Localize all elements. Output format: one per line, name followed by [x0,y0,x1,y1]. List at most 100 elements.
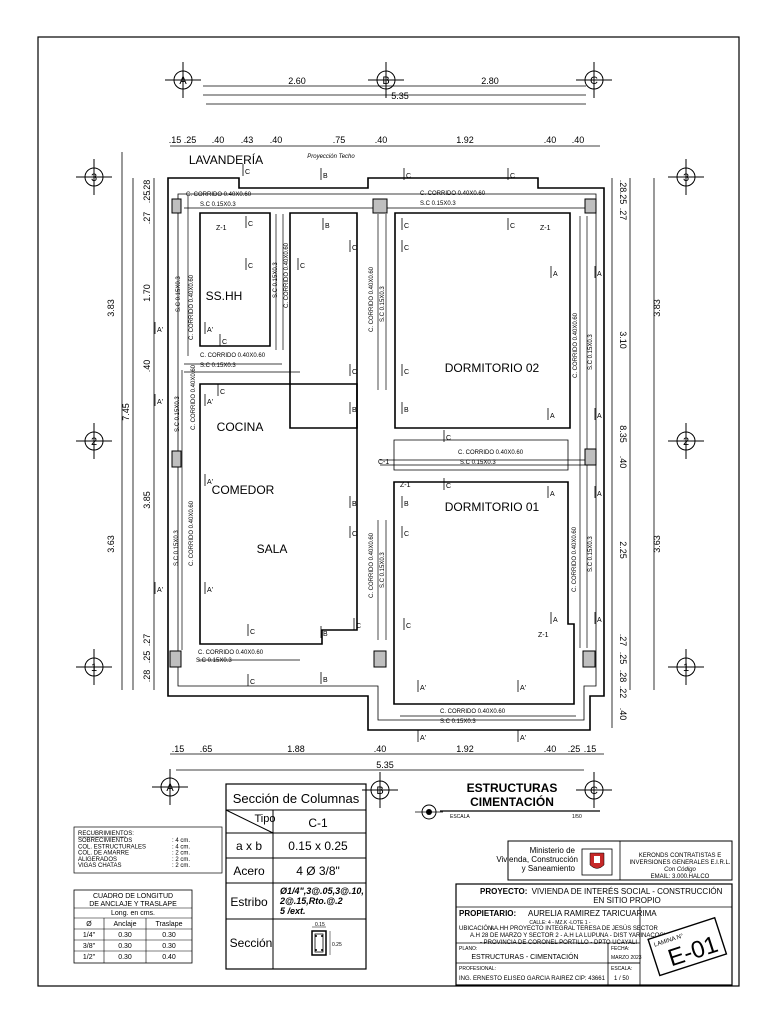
col-axb-label: a x b [236,839,262,853]
dim-right-partial: .28 [618,670,628,683]
peru-shield-icon [581,848,613,876]
foundation-outlines [167,177,605,731]
axis-b-bottom: B [376,785,383,797]
overfooting-label: S.C 0.15X0.3 [380,286,386,322]
dim-bottom-partial: .15 [172,744,185,754]
dim-right-low: 3.63 [652,535,662,553]
section-cut-marker: B [323,631,328,638]
footing-label: C. CORRIDO 0.40X0.60 [573,312,579,378]
section-cut-marker: C [352,531,357,538]
overfooting-label: S.C 0.15X0.3 [440,719,476,725]
dim-right-partial: .28 [618,180,628,193]
section-cut-marker: A' [207,399,213,406]
ministry-1: Ministerio de [530,846,576,855]
overfooting-label: S.C 0.15X0.3 [200,202,236,208]
section-cut-marker: A [597,413,602,420]
section-cut-marker: A' [157,587,163,594]
location-1: AA.HH PROYECTO INTEGRAL TERESA DE JESÚS … [490,925,658,932]
overfooting-label: S.C 0.15X0.3 [175,396,181,432]
dim-bottom-total: 5.35 [376,760,394,770]
axis-3-left: 3 [91,172,97,184]
project-2: EN SITIO PROPIO [593,896,661,905]
section-cut-marker: A' [207,587,213,594]
scale-value: 1/50 [572,814,582,820]
dim-top-ab: 2.60 [288,76,306,86]
col-estribo-2: 2@.15,Rto.@.2 [279,896,343,906]
anchor-cell: 0.40 [162,954,176,961]
column-c1 [169,650,182,668]
covering-key: COL. DE AMARRE [78,851,129,857]
room-bedroom-1: DORMITORIO 01 [445,500,540,514]
anchor-cell: 0.30 [118,954,132,961]
anchor-title-1: CUADRO DE LONGITUD [93,893,173,900]
col-tipo-label: Tipo [255,813,276,825]
col-estribo-label: Estribo [230,895,268,909]
section-cut-marker: B [323,677,328,684]
covering-value: : 2 cm. [172,851,190,857]
plan-label: PLANO: [459,946,477,952]
covering-key: COL. ESTRUCTURALES [78,844,146,850]
anchor-header: Ø [86,921,92,928]
room-bath: SS.HH [206,289,243,303]
covering-key: SOBRECIMIENTOS [78,838,132,844]
column-c1 [171,198,182,214]
company-1: KERONDS CONTRATISTAS E [639,853,721,859]
footing-label: C. CORRIDO 0.40X0.60 [369,266,375,332]
overfooting-label: S.C 0.15X0.3 [200,363,236,369]
section-cut-marker: A [550,491,555,498]
dim-left-partial: .28 [142,670,152,683]
covering-value: : 2 cm. [172,857,190,863]
room-living: SALA [257,542,288,556]
section-cut-marker: C [406,173,411,180]
section-cut-marker: A' [420,735,426,742]
footing-label: C. CORRIDO 0.40X0.60 [198,650,264,656]
dim-top-partial: .40 [270,135,283,145]
axis-a-bottom: A [166,782,174,794]
section-cut-marker: A' [157,327,163,334]
section-cut-marker: C [510,173,515,180]
dim-top-partial: .25 [184,135,197,145]
columns [169,198,597,668]
date-value: MARZO 2023 [611,955,642,961]
dim-right-partial: .22 [618,686,628,699]
dim-left-partial: 1.70 [142,284,152,302]
dim-bottom-partial: .40 [374,744,387,754]
dim-left-partial: .40 [142,360,152,373]
section-cut-marker: C [250,679,255,686]
location-2: A.H 28 DE MARZO Y SECTOR 2 - A.H LA LUPU… [470,933,672,939]
section-cut-marker: C [248,221,253,228]
section-cut-marker: B [325,223,330,230]
section-cut-marker: C [245,169,250,176]
overfooting-label: S.C 0.15X0.3 [380,552,386,588]
dim-right-partial: .40 [618,708,628,721]
location-3: - PROVINCIA DE CORONEL PORTILLO - DPTO U… [480,940,637,946]
dim-right-top: 3.83 [652,299,662,317]
anchor-cell: 3/8" [83,943,96,950]
axis-c-bottom: C [590,785,598,797]
dim-right-partial: .27 [618,634,628,647]
section-cut-marker: A' [520,685,526,692]
dim-right-partial: 2.25 [618,541,628,559]
section-cut-marker: B [404,407,409,414]
covering-value: : 4 cm. [172,844,190,850]
section-cut-marker: B [323,173,328,180]
covering-key: ALIGERADOS [78,857,117,863]
section-cut-marker: B [352,501,357,508]
dim-bottom-partial: .40 [544,744,557,754]
dim-left-top: 3.83 [106,299,116,317]
anchor-header: Traslape [156,921,183,928]
sheet-number-box: LAMINA N° E-01 [647,916,728,977]
footing-label: C. CORRIDO 0.40X0.60 [458,450,524,456]
col-acero-label: Acero [233,864,265,878]
section-cut-marker: B [404,501,409,508]
column-c1 [171,450,182,468]
plan-markers: C-1 Z-1 Z-1 Z-1 Z-1 [216,225,551,639]
anchor-table: CUADRO DE LONGITUD DE ANCLAJE Y TRASLAPE… [73,889,193,964]
section-cut-marker: A' [157,399,163,406]
section-cut-marker: C [300,263,305,270]
section-cut-marker: A [597,617,602,624]
dim-bottom-partial: 1.88 [287,744,305,754]
footing-label: C. CORRIDO 0.40X0.60 [191,364,197,430]
